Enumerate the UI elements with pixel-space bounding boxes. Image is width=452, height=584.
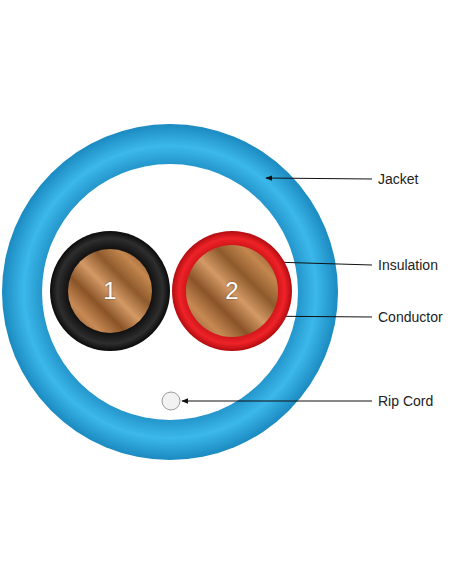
part-label: Insulation — [378, 256, 438, 274]
copper-conductor — [68, 249, 152, 333]
part-label: Rip Cord — [378, 392, 433, 410]
insulated-conductor: 2 — [172, 231, 292, 351]
insulation-ring — [172, 231, 292, 351]
leader-lines — [182, 178, 372, 401]
jacket-ring — [2, 124, 338, 460]
part-label: Conductor — [378, 308, 443, 326]
copper-conductor — [186, 245, 278, 337]
conductor-number: 2 — [225, 279, 238, 303]
insulation-ring — [50, 231, 170, 351]
rip-cord — [162, 392, 180, 410]
part-label: Jacket — [378, 170, 418, 188]
conductor-number: 1 — [103, 279, 116, 303]
insulated-conductor: 1 — [50, 231, 170, 351]
